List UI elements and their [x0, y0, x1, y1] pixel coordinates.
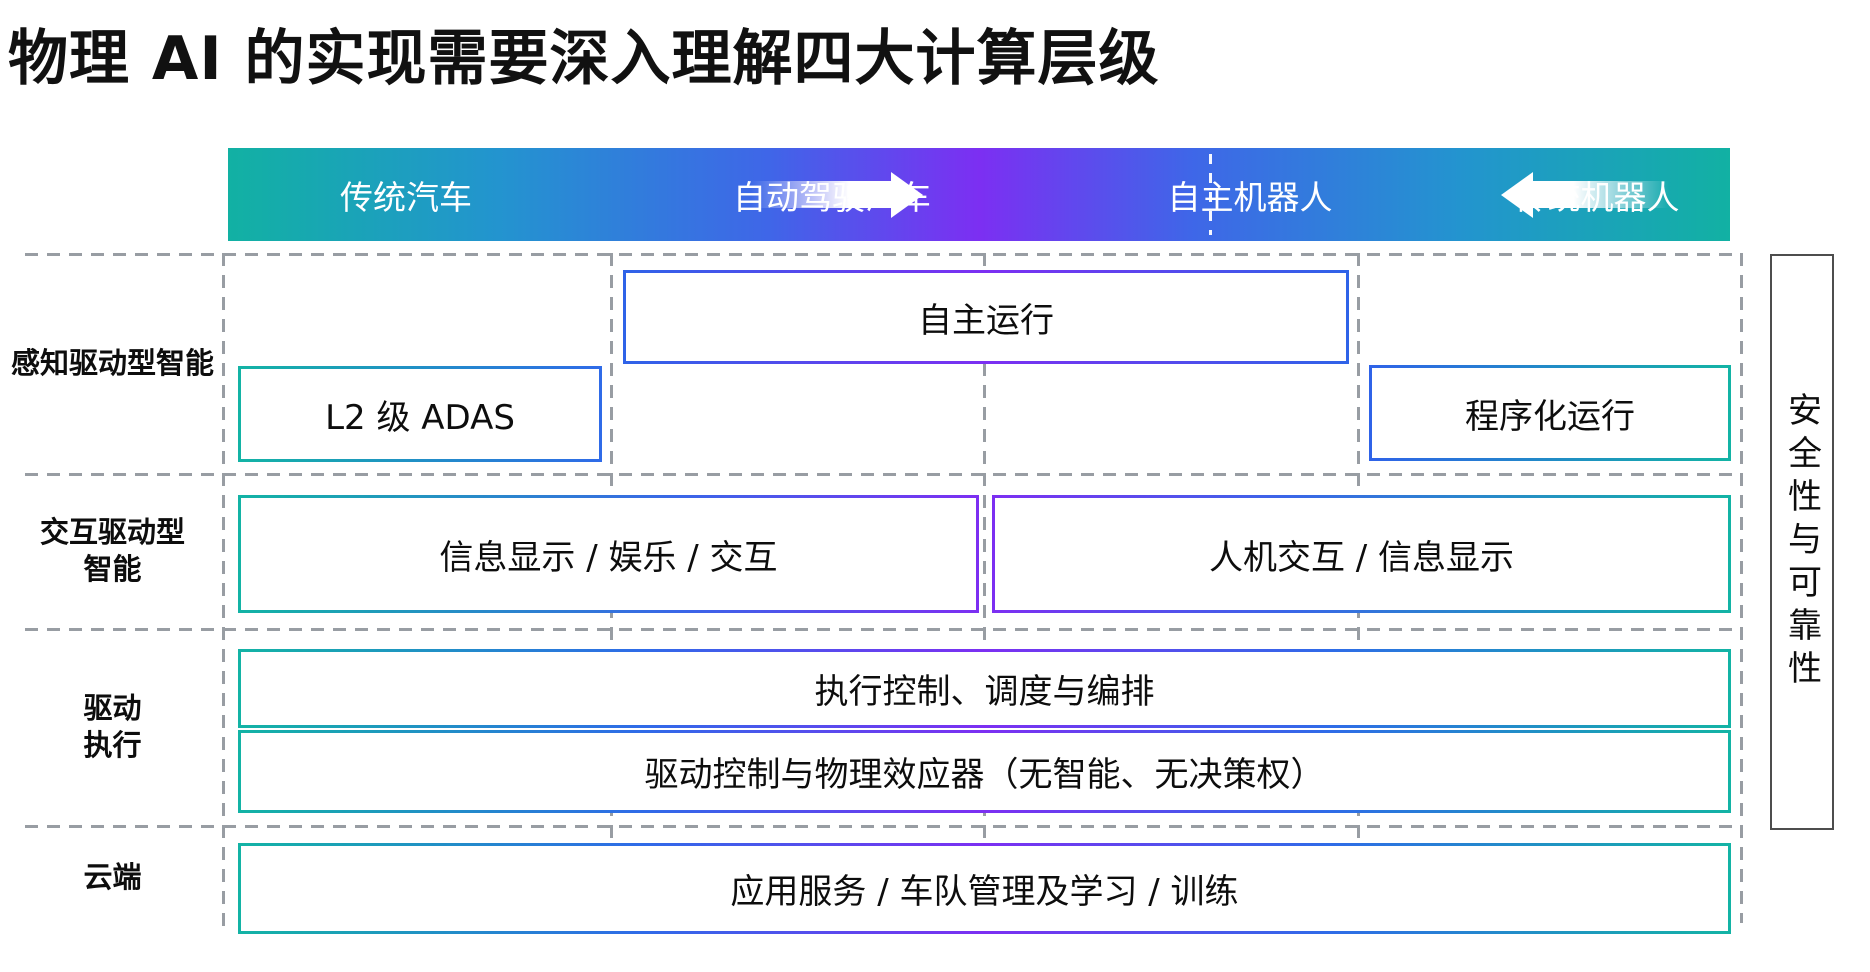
box-programmed-operation: 程序化运行 — [1369, 365, 1731, 461]
grid-line-top — [25, 253, 1740, 256]
grid-line-col2 — [983, 253, 986, 929]
safety-reliability-panel: 安全性与可靠性 — [1770, 254, 1834, 830]
grid-line-left — [222, 253, 225, 929]
row-label-interaction-intelligence: 交互驱动型 智能 — [39, 515, 185, 586]
grid-line-row2-row3 — [25, 628, 1740, 631]
grid-line-row3-row4 — [25, 825, 1740, 828]
grid-line-right — [1740, 253, 1743, 923]
grid-line-row1-row2 — [25, 473, 1740, 476]
arrow-right-head — [891, 172, 923, 218]
box-execution-control-scheduling: 执行控制、调度与编排 — [238, 649, 1731, 728]
spectrum-bar: 传统汽车 自动驾驶汽车 自主机器人 传统机器人 — [228, 148, 1730, 241]
box-cloud-application-services: 应用服务 / 车队管理及学习 / 训练 — [238, 843, 1731, 934]
arrow-left-body — [1533, 181, 1669, 208]
row-label-perception-intelligence: 感知驱动型智能 — [10, 345, 214, 380]
box-hmi-info-display: 人机交互 / 信息显示 — [992, 495, 1731, 613]
box-info-display-entertainment: 信息显示 / 娱乐 / 交互 — [238, 495, 979, 613]
bar-center-dashed-divider — [1209, 154, 1212, 235]
box-drive-control-effectors: 驱动控制与物理效应器（无智能、无决策权） — [238, 730, 1731, 813]
box-autonomous-operation: 自主运行 — [623, 270, 1349, 364]
arrow-right-body — [751, 181, 891, 208]
safety-reliability-label: 安全性与可靠性 — [1781, 391, 1822, 693]
arrow-left-icon — [1501, 148, 1669, 241]
row-label-drive-execution: 驱动 执行 — [83, 691, 142, 762]
row-label-cloud: 云端 — [83, 859, 142, 894]
arrow-right-icon — [751, 148, 923, 241]
bar-label-autonomous-robot: 自主机器人 — [1167, 177, 1333, 217]
bar-label-traditional-car: 传统汽车 — [340, 177, 472, 217]
box-l2-adas: L2 级 ADAS — [238, 366, 602, 462]
arrow-left-head — [1501, 172, 1533, 218]
page-title: 物理 AI 的实现需要深入理解四大计算层级 — [8, 24, 1160, 94]
